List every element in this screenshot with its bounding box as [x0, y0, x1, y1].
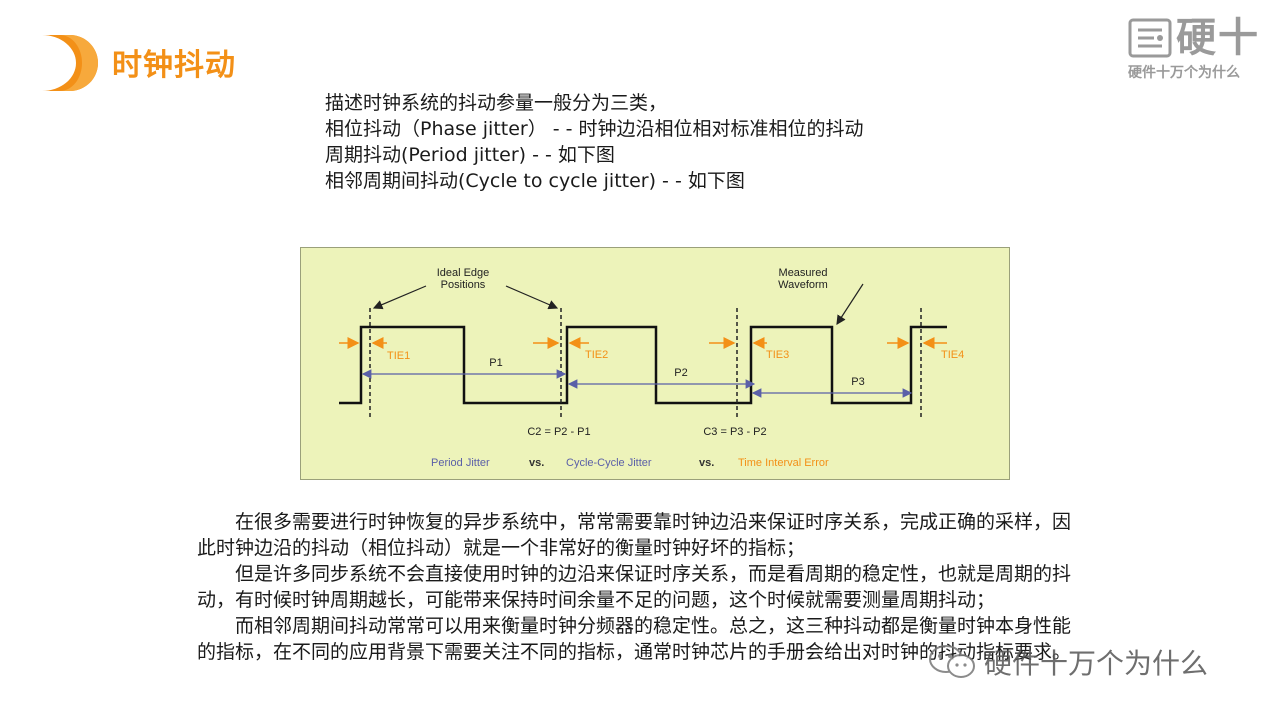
measured-label: Measured: [779, 267, 828, 279]
jitter-diagram: Ideal Edge Positions Measured Waveform T…: [300, 247, 1010, 480]
intro-line: 相邻周期间抖动(Cycle to cycle jitter) - - 如下图: [325, 170, 745, 192]
period-label: P2: [674, 367, 687, 379]
paragraph: 在很多需要进行时钟恢复的异步系统中，常常需要靠时钟边沿来保证时序关系，完成正确的…: [197, 511, 1072, 559]
chat-bubbles-icon: [929, 645, 975, 678]
intro-line: 描述时钟系统的抖动参量一般分为三类，: [325, 92, 668, 114]
paragraph: 但是许多同步系统不会直接使用时钟的边沿来保证时序关系，而是看周期的稳定性，也就是…: [197, 563, 1072, 611]
watermark: 硬件十万个为什么: [928, 642, 1208, 682]
intro-line: 周期抖动(Period jitter) - - 如下图: [325, 144, 615, 166]
paragraph: 而相邻周期间抖动常常可以用来衡量时钟分频器的稳定性。总之，这三种抖动都是衡量时钟…: [197, 615, 1072, 663]
brand-name: 硬十: [1176, 15, 1260, 61]
period-label: P1: [489, 357, 502, 369]
legend-period-jitter: Period Jitter: [431, 457, 490, 469]
watermark-text: 硬件十万个为什么: [984, 647, 1209, 680]
intro-line: 相位抖动（Phase jitter） - - 时钟边沿相位相对标准相位的抖动: [325, 118, 864, 140]
tie-label: TIE1: [387, 350, 410, 362]
tie-label: TIE4: [941, 349, 964, 361]
legend-vs: vs.: [529, 457, 544, 469]
ideal-edge-label: Ideal Edge: [437, 267, 490, 279]
page-title: 时钟抖动: [112, 48, 236, 83]
tie-label: TIE2: [585, 349, 608, 361]
title-logo-icon: [42, 35, 98, 91]
intro-text: 描述时钟系统的抖动参量一般分为三类， 相位抖动（Phase jitter） - …: [325, 90, 864, 194]
formula-c3: C3 = P3 - P2: [703, 426, 766, 438]
period-label: P3: [851, 376, 864, 388]
measured-label: Waveform: [778, 279, 828, 291]
brand-tagline: 硬件十万个为什么: [1128, 65, 1240, 81]
tie-label: TIE3: [766, 349, 789, 361]
formula-c2: C2 = P2 - P1: [527, 426, 590, 438]
legend-vs: vs.: [699, 457, 714, 469]
legend-tie: Time Interval Error: [738, 457, 829, 469]
circuit-icon: [1128, 18, 1172, 58]
measured-waveform: [339, 325, 947, 405]
body-text: 在很多需要进行时钟恢复的异步系统中，常常需要靠时钟边沿来保证时序关系，完成正确的…: [197, 509, 1077, 665]
legend-cycle-jitter: Cycle-Cycle Jitter: [566, 457, 652, 469]
ideal-edge-label: Positions: [441, 279, 486, 291]
brand-logo: 硬十 硬件十万个为什么: [1124, 14, 1264, 86]
